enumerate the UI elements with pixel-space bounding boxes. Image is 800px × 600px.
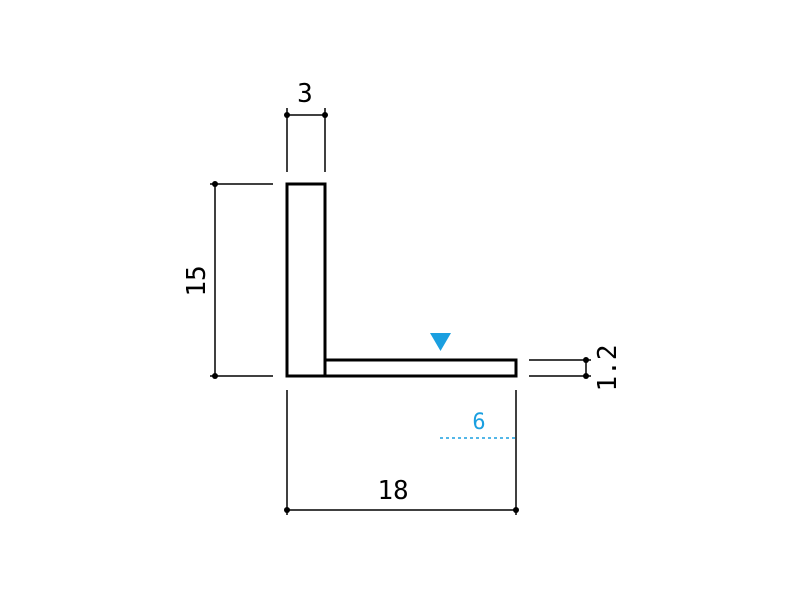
dimension-web-thickness [284,108,328,172]
dimension-width [284,390,519,515]
dimension-endpoint [212,373,218,379]
dimension-flange-thickness [529,357,591,379]
dimension-endpoint [583,357,589,363]
flange-thickness-label: 1.2 [593,345,623,392]
dimension-endpoint [513,507,519,513]
profile-outline [285,182,518,378]
dimension-endpoint [583,373,589,379]
dimension-height [210,181,273,379]
height-label: 15 [182,265,212,296]
dimension-endpoint [284,112,290,118]
vertical-leg [285,182,327,378]
web-thickness-label: 3 [297,79,313,109]
dimension-endpoint [284,507,290,513]
horizontal-leg [323,358,518,378]
width-label: 18 [377,476,408,506]
dimension-endpoint [212,181,218,187]
dimension-endpoint [322,112,328,118]
down-triangle-icon [430,333,451,351]
offset-label: 6 [472,410,485,435]
